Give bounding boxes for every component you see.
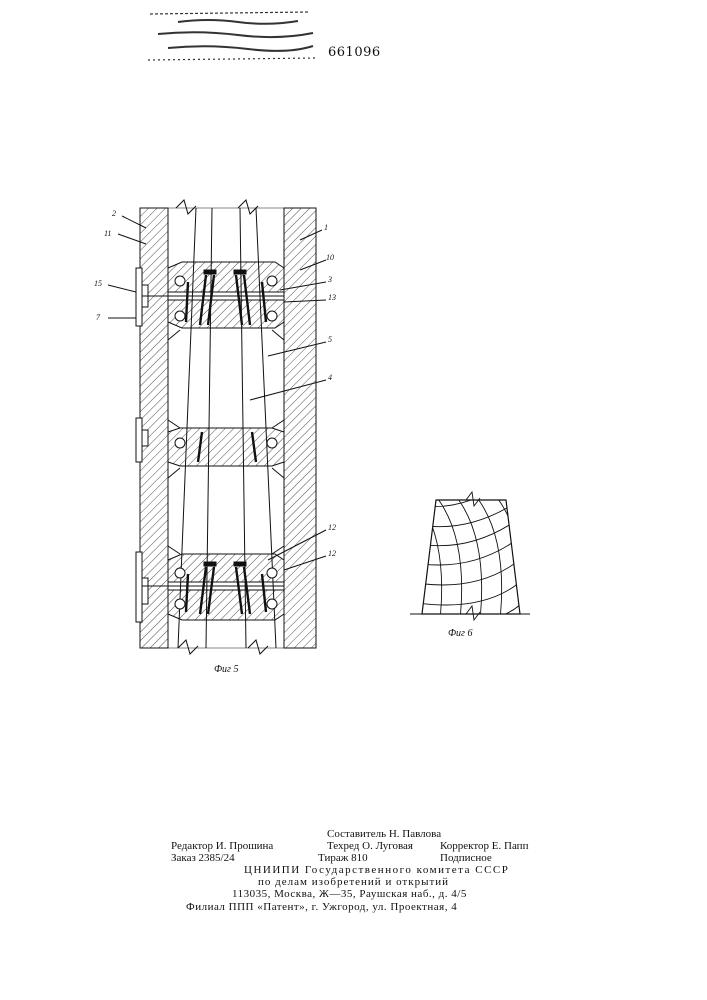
fig5-label-11: 11 (104, 229, 111, 238)
fig5-label-3: 3 (327, 275, 332, 284)
branch-line: Филиал ППП «Патент», г. Ужгород, ул. Про… (186, 901, 457, 913)
editor-line: Редактор И. Прошина (171, 840, 273, 852)
figure-6 (400, 480, 540, 625)
fig5-label-13: 13 (328, 293, 336, 302)
fig5-label-4: 4 (328, 373, 332, 382)
fig5-label-5: 5 (328, 335, 332, 344)
patent-number: 661096 (328, 45, 381, 60)
org-line-2: по делам изобретений и открытий (258, 876, 449, 888)
fig5-label-1: 1 (324, 223, 328, 232)
figure-5 (108, 200, 326, 654)
fig5-label-12b: 12 (328, 549, 336, 558)
org-line-1: ЦНИИПИ Государственного комитета СССР (244, 864, 509, 876)
order-line: Заказ 2385/24 (171, 852, 235, 864)
fig5-label-10: 10 (326, 253, 334, 262)
composer-line: Составитель Н. Павлова (327, 828, 441, 840)
fig5-label-15: 15 (94, 279, 102, 288)
fig6-caption: Фиг 6 (448, 628, 472, 639)
fig5-label-2: 2 (112, 209, 116, 218)
circulation-line: Тираж 810 (318, 852, 368, 864)
address-line: 113035, Москва, Ж—35, Раушская наб., д. … (232, 888, 467, 900)
fig5-caption: Фиг 5 (214, 664, 238, 675)
library-stamp (148, 8, 318, 68)
fig5-label-12a: 12 (328, 523, 336, 532)
subscription-line: Подписное (440, 852, 492, 864)
fig5-label-7: 7 (96, 313, 101, 322)
corrector-line: Корректор Е. Папп (440, 840, 528, 852)
patent-drawing: 2 11 15 7 1 10 3 13 5 4 12 12 Фиг 5 Фиг … (0, 190, 707, 690)
tech-editor-line: Техред О. Луговая (327, 840, 413, 852)
